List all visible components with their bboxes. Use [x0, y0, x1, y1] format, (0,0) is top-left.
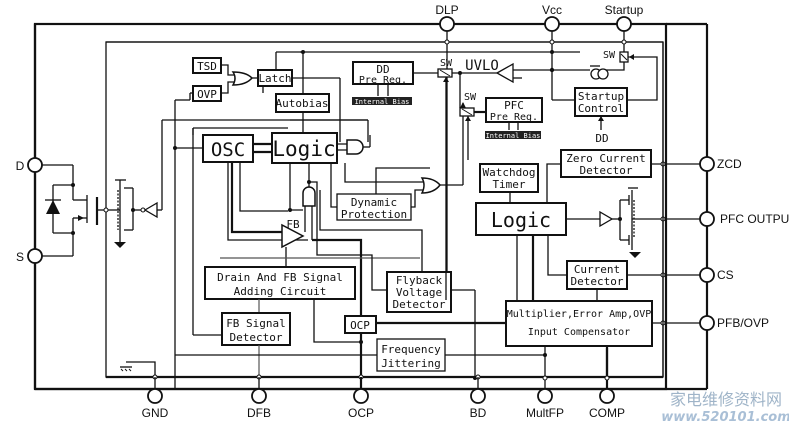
logic-flyback-block — [271, 132, 338, 164]
watchdog-label-2: Timer — [492, 178, 525, 191]
pin-ocp: OCP — [348, 388, 374, 420]
pin-multfp: MultFP — [526, 388, 564, 420]
startup-control-block — [574, 87, 628, 117]
pin-s: S — [16, 248, 43, 264]
internal-bias-dd — [352, 97, 412, 105]
sw-dd-label: SW — [440, 58, 453, 69]
fb-signal-label-2: Detector — [230, 331, 283, 344]
multiplier-label-2: Input Compensator — [528, 327, 630, 338]
pin-vcc-label: Vcc — [542, 3, 562, 17]
or-gate-2-icon — [420, 177, 441, 194]
ocp-block-label: OCP — [350, 319, 370, 332]
dd-prereg-label-2: Pre Reg. — [359, 75, 407, 86]
uvlo-comparator-icon — [495, 62, 514, 84]
autobias-label: Autobias — [276, 97, 329, 110]
pin-pfb-ovp-label: PFB/OVP — [717, 316, 769, 330]
pin-zcd-label: ZCD — [717, 157, 742, 171]
uvlo-label: UVLO — [465, 58, 499, 74]
pin-dfb: DFB — [247, 388, 271, 420]
flyback-vd-label-3: Detector — [393, 298, 446, 311]
pfc-prereg-label-1: PFC — [504, 99, 524, 112]
internal-bias-dd-label: Internal Bias — [355, 98, 410, 106]
pin-s-label: S — [16, 250, 24, 264]
sw-pfc-label: SW — [464, 92, 477, 103]
ground-icon — [120, 366, 132, 372]
pfc-prereg-label-2: Pre Reg. — [490, 112, 538, 123]
logic-pfc-label: Logic — [491, 208, 551, 232]
pin-pfb-ovp: PFB/OVP — [699, 315, 769, 331]
pin-comp-label: COMP — [589, 406, 625, 420]
pin-vcc: Vcc — [542, 3, 562, 32]
zcd-label-1: Zero Current — [566, 152, 645, 165]
and-gate-3-icon — [302, 186, 316, 207]
pfc-output-stage-icon — [619, 187, 707, 258]
current-detector-label-1: Current — [574, 263, 620, 276]
pin-zcd: ZCD — [699, 156, 742, 172]
dd-prereg-label-1: DD — [376, 63, 389, 76]
pin-dlp-label: DLP — [435, 3, 458, 17]
drain-fb-adding-block — [204, 266, 356, 300]
logic-flyback-label: Logic — [272, 137, 335, 161]
internal-bias-pfc — [485, 131, 541, 139]
pin-bd: BD — [470, 388, 487, 420]
and-gate-icon — [346, 139, 364, 155]
dynamic-protection-label-1: Dynamic — [351, 196, 397, 209]
pin-startup-label: Startup — [605, 3, 644, 17]
fb-signal-label-1: FB Signal — [226, 317, 286, 330]
flyback-vd-label-1: Flyback — [396, 274, 443, 287]
pin-dlp: DLP — [435, 3, 459, 32]
pin-d-label: D — [16, 159, 25, 173]
drain-fb-label-1: Drain And FB Signal — [217, 271, 343, 284]
ovp-label: OVP — [197, 88, 217, 101]
pin-cs: CS — [699, 267, 734, 283]
pin-comp: COMP — [589, 388, 625, 420]
pfc-prereg-block — [485, 97, 543, 123]
or-gate-icon — [231, 71, 254, 86]
pfc-driver-buffer-icon — [599, 210, 614, 228]
flyback-vd-label-2: Voltage — [396, 286, 442, 299]
startup-control-label-1: Startup — [578, 90, 624, 103]
pin-gnd: GND — [142, 388, 169, 420]
watchdog-timer-block — [479, 163, 539, 193]
latch-label: Latch — [258, 72, 291, 85]
power-mosfet-icon — [42, 164, 109, 257]
pin-multfp-label: MultFP — [526, 406, 564, 420]
pin-dfb-label: DFB — [247, 406, 271, 420]
watchdog-label-1: Watchdog — [483, 166, 536, 179]
freq-jitter-label-1: Frequency — [381, 343, 441, 356]
pin-gnd-label: GND — [142, 406, 169, 420]
switch-dd-icon — [437, 68, 453, 78]
watermark-line-1: 家电维修资料网 — [670, 390, 782, 409]
flyback-voltage-detector-block — [386, 271, 452, 313]
watermark-line-2: www.520101.com — [661, 410, 789, 425]
drain-fb-label-2: Adding Circuit — [234, 285, 327, 298]
pin-bd-label: BD — [470, 406, 487, 420]
current-detector-label-2: Detector — [571, 275, 624, 288]
pin-cs-label: CS — [717, 268, 734, 282]
multiplier-error-amp-block — [505, 300, 653, 347]
zcd-label-2: Detector — [580, 164, 633, 177]
pin-pfc-output-label: PFC OUTPUT — [720, 212, 789, 226]
pin-pfc-output: PFC OUTPUT — [699, 211, 789, 227]
tsd-label: TSD — [197, 60, 217, 73]
multiplier-label-1: Multiplier,Error Amp,OVP — [507, 309, 652, 320]
startup-control-label-2: Control — [578, 102, 624, 115]
switch-pfc-icon — [459, 107, 475, 117]
dd-label: DD — [595, 132, 608, 145]
dynamic-protection-block — [336, 193, 412, 221]
fb-label: FB — [286, 218, 300, 231]
dynamic-protection-label-2: Protection — [341, 208, 407, 221]
pin-startup: Startup — [605, 3, 644, 32]
pin-d: D — [16, 157, 43, 173]
freq-jitter-label-2: Jittering — [381, 357, 441, 370]
logic-pfc-block — [475, 202, 567, 236]
fb-amplifier-icon — [281, 223, 305, 249]
pin-ocp-label: OCP — [348, 406, 374, 420]
sw-startup-label: SW — [603, 50, 616, 61]
current-source-icon — [590, 65, 609, 80]
internal-bias-pfc-label: Internal Bias — [486, 132, 541, 140]
osc-label: OSC — [211, 139, 245, 161]
fb-signal-detector-block — [221, 312, 291, 346]
